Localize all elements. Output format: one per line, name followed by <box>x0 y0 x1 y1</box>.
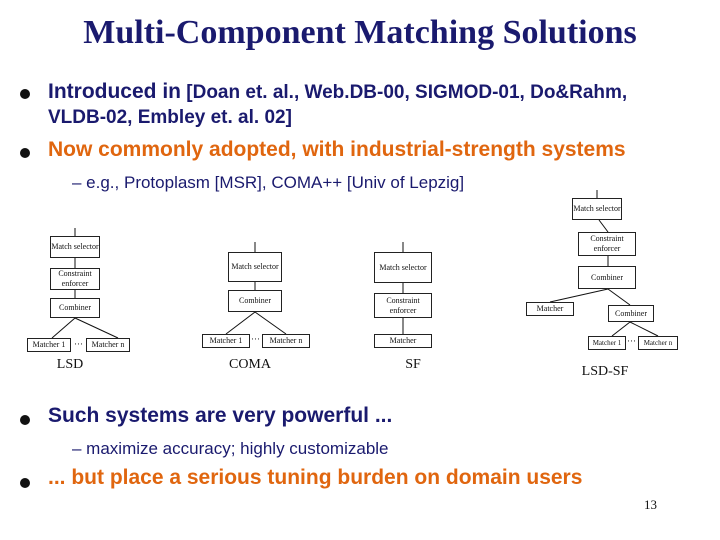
coma-dots: ··· <box>251 334 260 344</box>
lsd-dots: ··· <box>74 339 83 349</box>
lsd-label: LSD <box>56 357 84 372</box>
lsd-matcher-n: Matcher n <box>86 338 130 352</box>
bullet-tuning-burden: ... but place a serious tuning burden on… <box>48 466 583 489</box>
bullet-dot-icon <box>20 478 30 488</box>
lsd-match-selector: Match selector <box>50 236 100 258</box>
bullet-introduced-refs-line1: [Doan et. al., Web.DB-00, SIGMOD-01, Do&… <box>186 82 628 103</box>
bullet-introduced-lead: Introduced in <box>48 80 181 103</box>
bullet-introduced-refs-line2: VLDB-02, Embley et. al. 02] <box>48 107 292 128</box>
coma-match-selector: Match selector <box>228 252 282 282</box>
lsdsf-match-selector: Match selector <box>572 198 622 220</box>
sf-matcher: Matcher <box>374 334 432 348</box>
lsdsf-combiner-sub: Combiner <box>608 305 654 322</box>
coma-combiner: Combiner <box>228 290 282 312</box>
bullet-dot-icon <box>20 89 30 99</box>
sf-constraint-enforcer: Constraint enforcer <box>374 293 432 318</box>
lsdsf-dots: ··· <box>627 336 636 346</box>
bullet-dot-icon <box>20 415 30 425</box>
lsdsf-matcher-1: Matcher 1 <box>588 336 626 350</box>
bullet-dot-icon <box>20 148 30 158</box>
bullet-adopted: Now commonly adopted, with industrial-st… <box>48 138 626 161</box>
lsdsf-label: LSD-SF <box>581 364 629 379</box>
bullet-introduced: Introduced in [Doan et. al., Web.DB-00, … <box>48 80 708 104</box>
page-number: 13 <box>644 497 657 512</box>
lsd-constraint-enforcer: Constraint enforcer <box>50 268 100 290</box>
bullet-powerful: Such systems are very powerful ... <box>48 404 393 427</box>
coma-matcher-1: Matcher 1 <box>202 334 250 348</box>
lsdsf-constraint-enforcer: Constraint enforcer <box>578 232 636 256</box>
coma-label: COMA <box>228 357 271 372</box>
slide-title: Multi-Component Matching Solutions <box>83 14 637 51</box>
lsdsf-combiner: Combiner <box>578 266 636 289</box>
lsdsf-matcher: Matcher <box>526 302 574 316</box>
bullet-powerful-sub: – maximize accuracy; highly customizable <box>72 439 389 458</box>
lsd-combiner: Combiner <box>50 298 100 318</box>
coma-matcher-n: Matcher n <box>262 334 310 348</box>
sf-label: SF <box>405 357 421 372</box>
lsdsf-matcher-n: Matcher n <box>638 336 678 350</box>
lsd-matcher-1: Matcher 1 <box>27 338 71 352</box>
bullet-adopted-sub: – e.g., Protoplasm [MSR], COMA++ [Univ o… <box>72 173 465 192</box>
sf-match-selector: Match selector <box>374 252 432 283</box>
